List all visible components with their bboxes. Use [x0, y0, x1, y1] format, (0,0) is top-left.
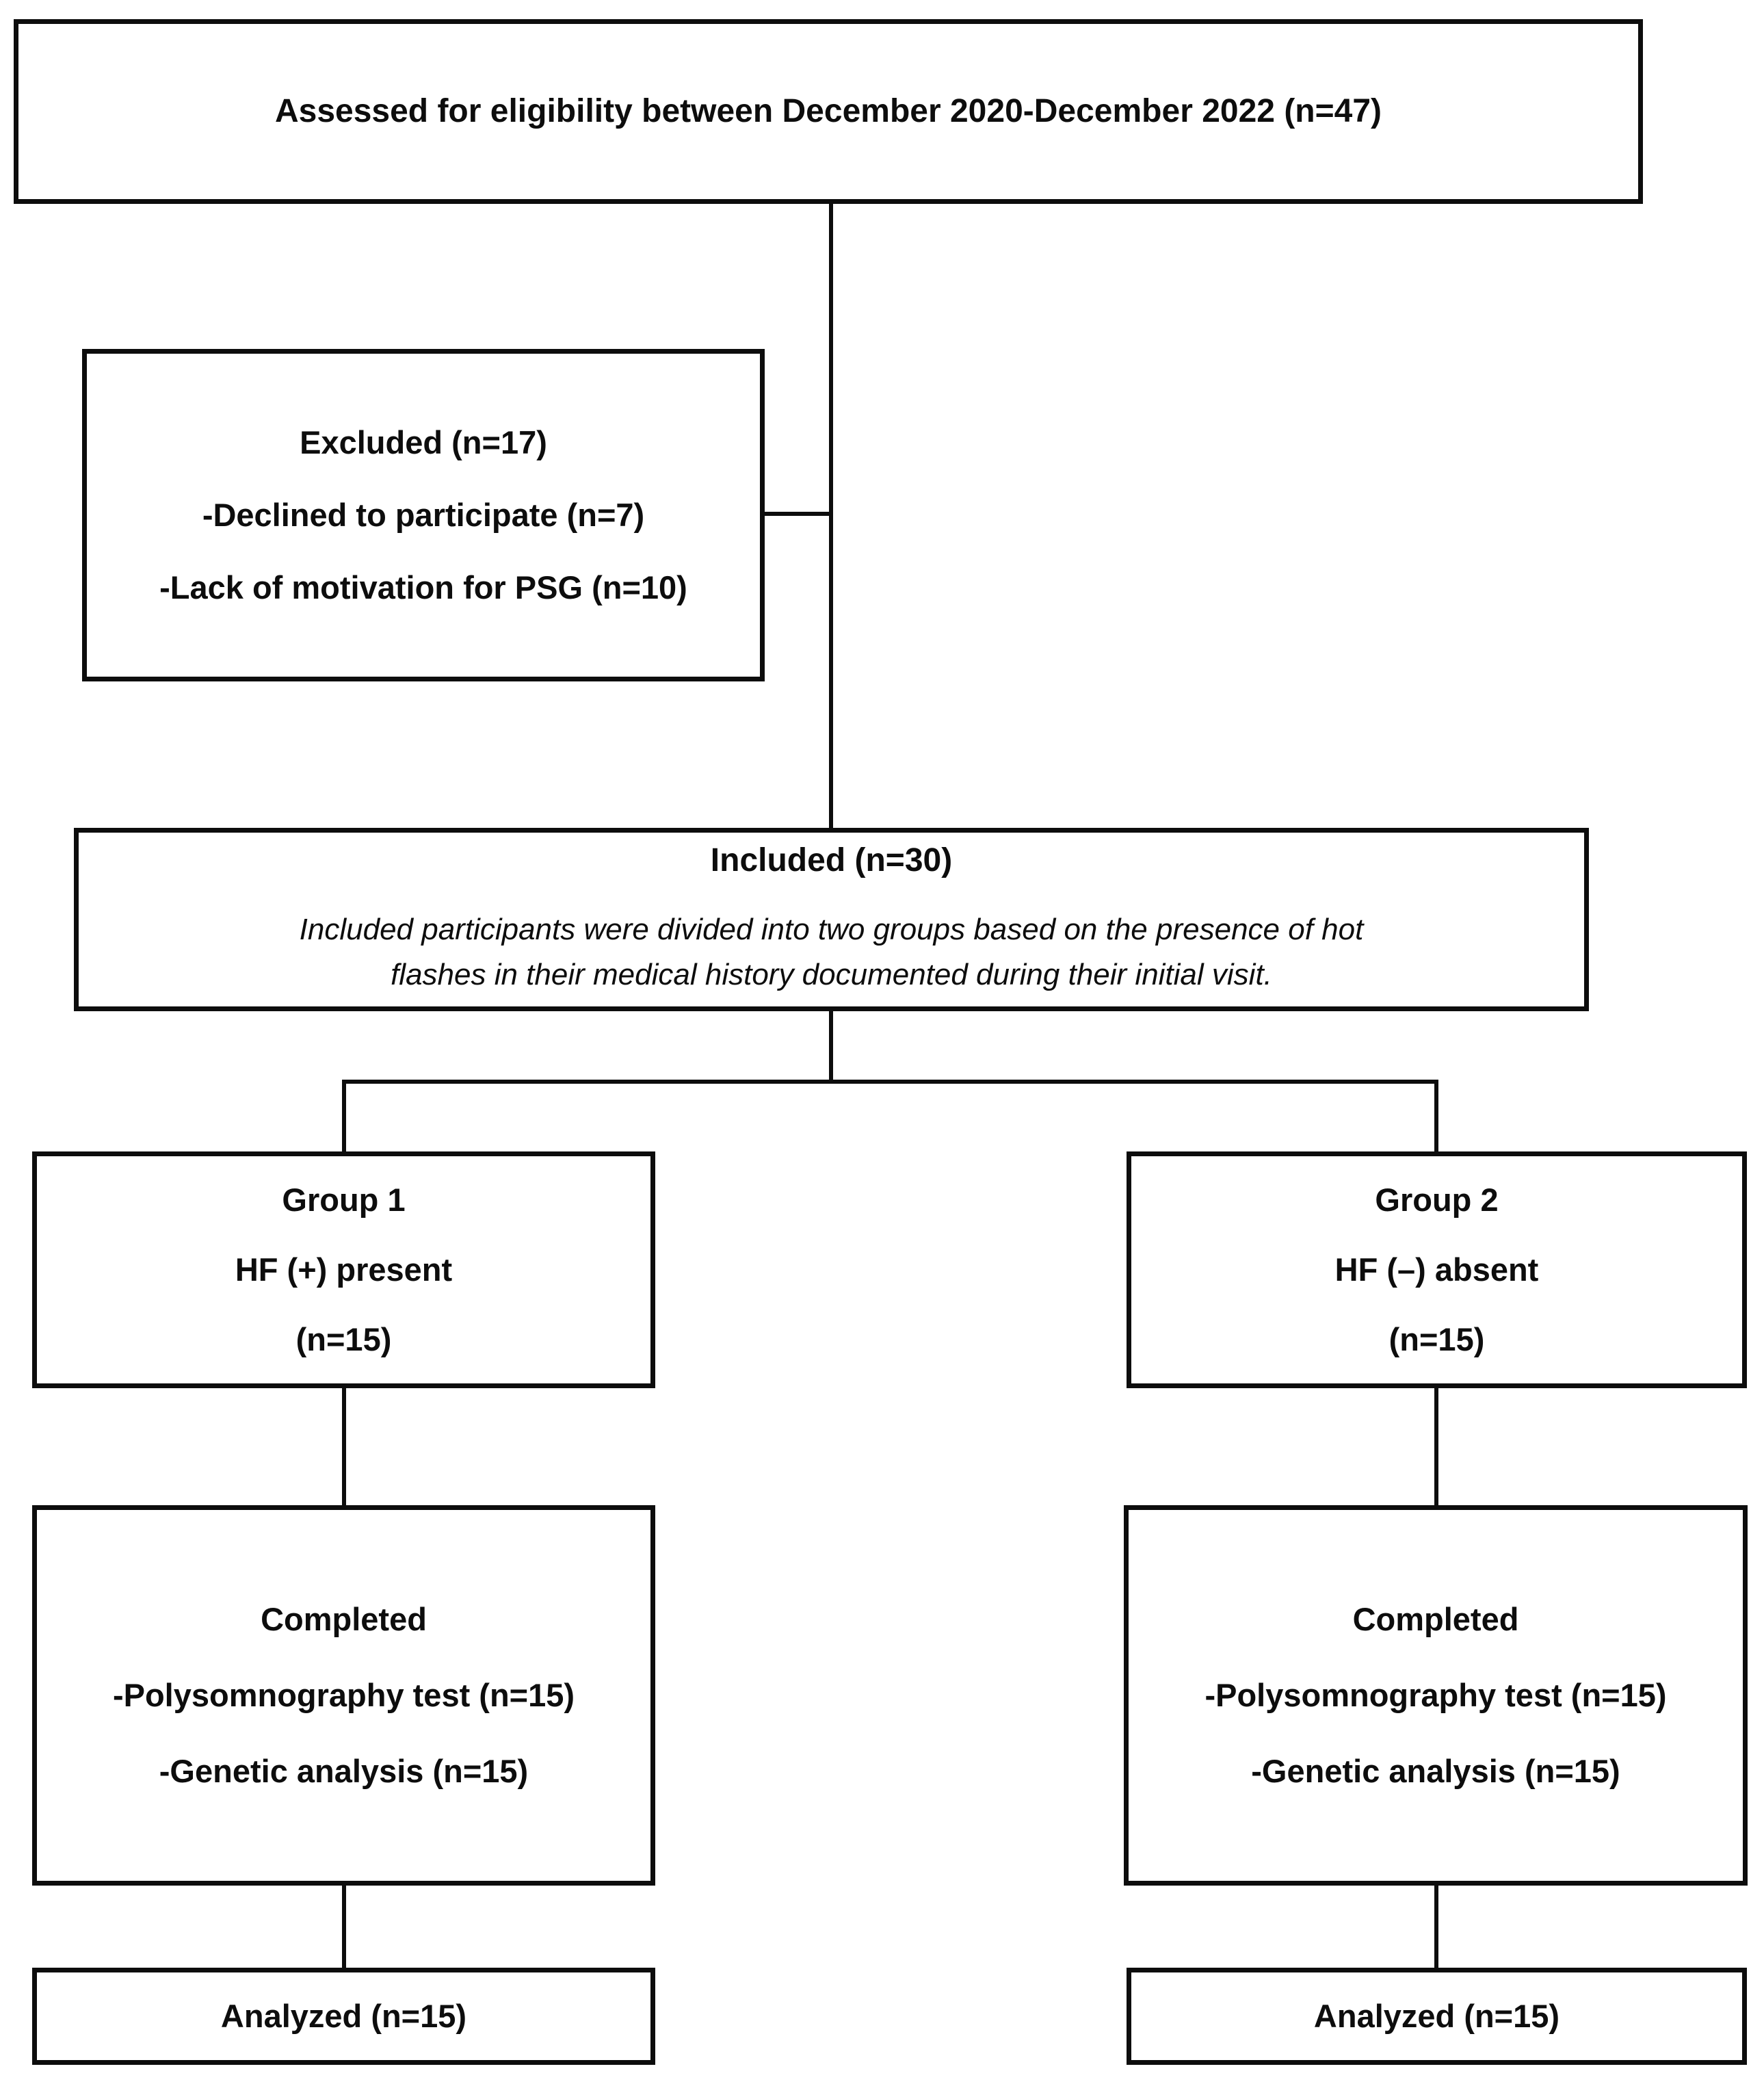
completed1-box: Completed -Polysomnography test (n=15) -… — [32, 1505, 655, 1886]
excluded-item-motivation: -Lack of motivation for PSG (n=10) — [159, 569, 687, 606]
excluded-box: Excluded (n=17) -Declined to participate… — [82, 349, 765, 681]
group1-box: Group 1 HF (+) present (n=15) — [32, 1151, 655, 1388]
completed2-item-psg: -Polysomnography test (n=15) — [1204, 1676, 1667, 1713]
connector-branch-left-drop — [342, 1080, 346, 1152]
excluded-title: Excluded (n=17) — [300, 424, 547, 460]
connector-assessed-to-included — [829, 203, 833, 829]
connector-included-stem — [829, 1011, 833, 1082]
connector-excluded-horizontal — [764, 512, 831, 516]
analyzed1-box: Analyzed (n=15) — [32, 1968, 655, 2065]
group2-count: (n=15) — [1388, 1321, 1485, 1358]
assessed-box: Assessed for eligibility between Decembe… — [14, 19, 1643, 204]
group2-title: Group 2 — [1375, 1181, 1499, 1218]
connector-branch-right-drop — [1434, 1080, 1438, 1152]
included-note-line-2: flashes in their medical history documen… — [391, 957, 1272, 991]
analyzed1-text: Analyzed (n=15) — [220, 1997, 467, 2034]
group1-count: (n=15) — [295, 1321, 392, 1358]
connector-branch-horizontal — [342, 1080, 1438, 1084]
completed2-item-genetic: -Genetic analysis (n=15) — [1251, 1753, 1620, 1790]
included-title: Included (n=30) — [710, 842, 953, 879]
included-box: Included (n=30) Included participants we… — [74, 828, 1589, 1011]
completed1-item-genetic: -Genetic analysis (n=15) — [159, 1753, 529, 1790]
assessed-text: Assessed for eligibility between Decembe… — [274, 93, 1382, 130]
analyzed2-box: Analyzed (n=15) — [1127, 1968, 1747, 2065]
completed2-box: Completed -Polysomnography test (n=15) -… — [1124, 1505, 1748, 1886]
connector-group1-to-completed1 — [342, 1388, 346, 1507]
excluded-item-declined: -Declined to participate (n=7) — [202, 496, 645, 533]
included-note: Included participants were divided into … — [300, 907, 1364, 998]
group2-box: Group 2 HF (–) absent (n=15) — [1127, 1151, 1747, 1388]
group1-title: Group 1 — [282, 1181, 406, 1218]
analyzed2-text: Analyzed (n=15) — [1313, 1997, 1560, 2034]
completed2-title: Completed — [1352, 1600, 1519, 1637]
connector-completed2-to-analyzed2 — [1434, 1885, 1438, 1968]
connector-completed1-to-analyzed1 — [342, 1885, 346, 1968]
included-note-line-1: Included participants were divided into … — [299, 912, 1364, 946]
completed1-title: Completed — [261, 1600, 427, 1637]
group2-hf-status: HF (–) absent — [1334, 1251, 1539, 1288]
group1-hf-status: HF (+) present — [235, 1251, 453, 1288]
completed1-item-psg: -Polysomnography test (n=15) — [112, 1676, 575, 1713]
connector-group2-to-completed2 — [1434, 1388, 1438, 1507]
